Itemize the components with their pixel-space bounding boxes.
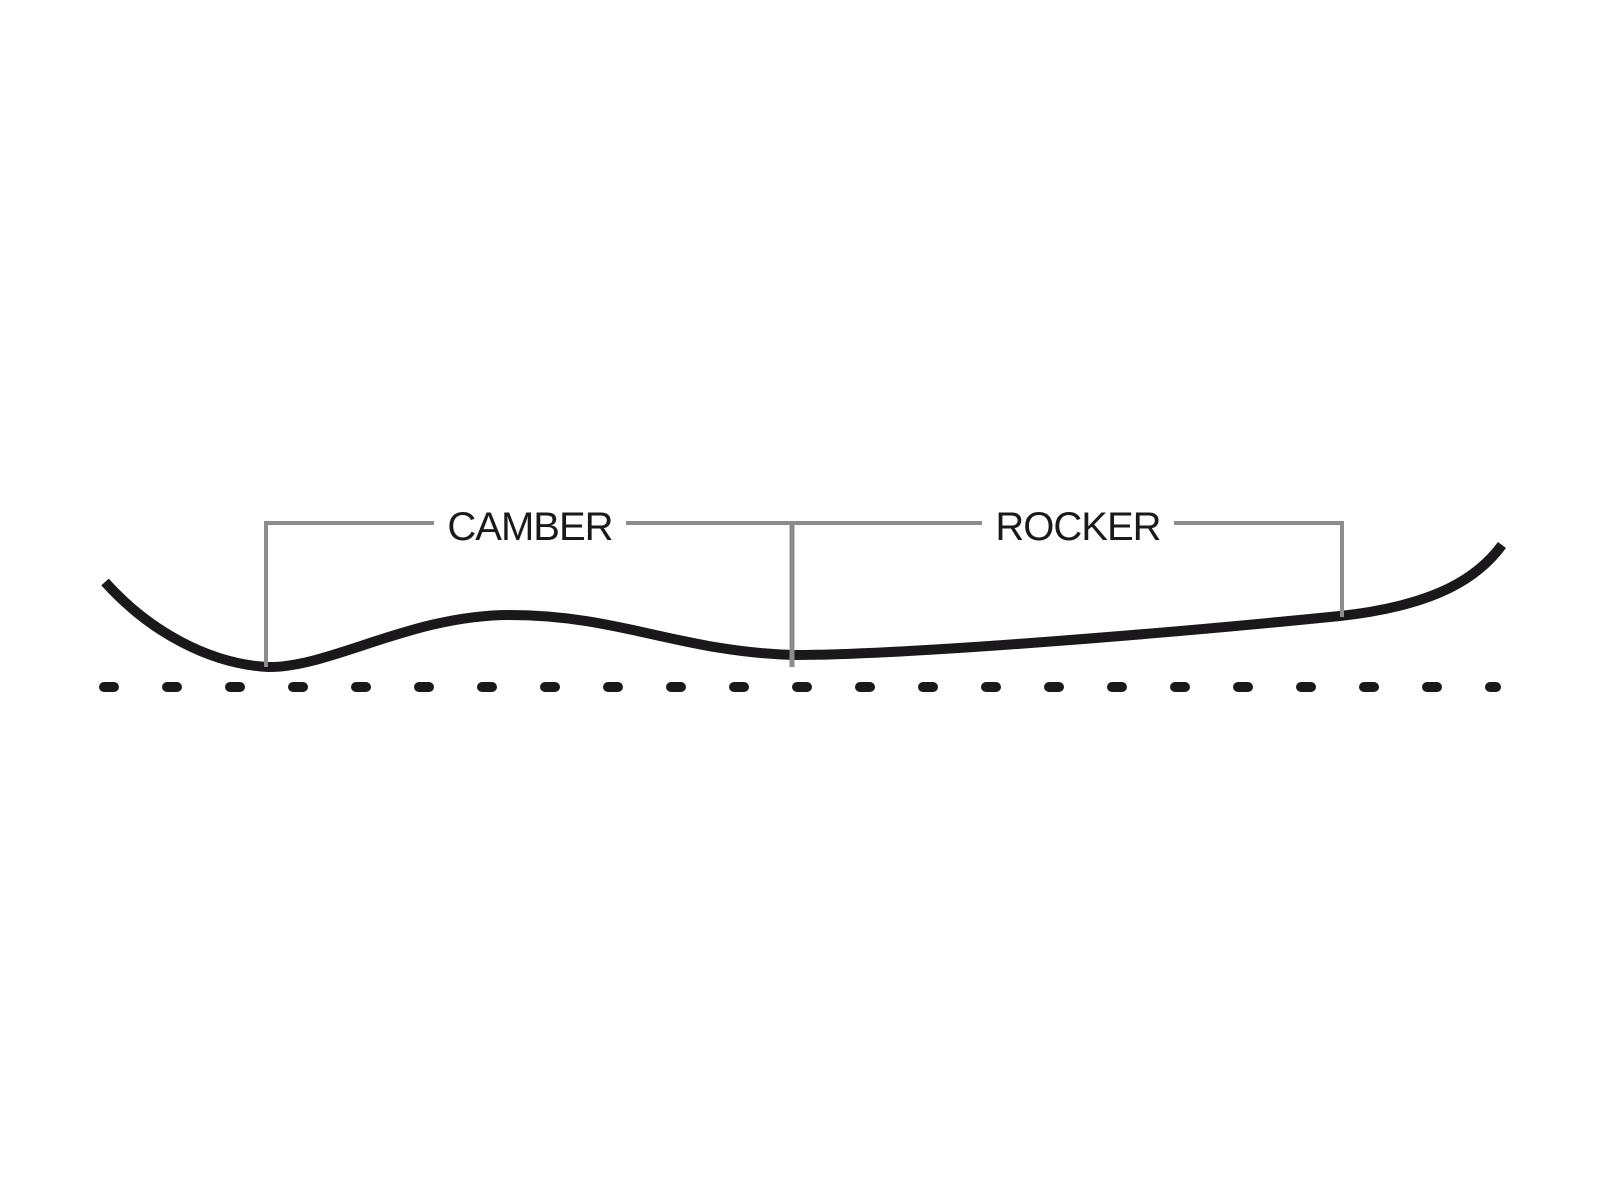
- rocker-bracket-right: [1174, 521, 1344, 617]
- rocker-label: ROCKER: [995, 505, 1160, 549]
- rocker-bracket: [792, 521, 1344, 617]
- camber-bracket-left: [264, 521, 434, 667]
- board-profile-curve: [101, 542, 1507, 673]
- camber-label: CAMBER: [447, 505, 612, 549]
- camber-bracket: [264, 521, 792, 667]
